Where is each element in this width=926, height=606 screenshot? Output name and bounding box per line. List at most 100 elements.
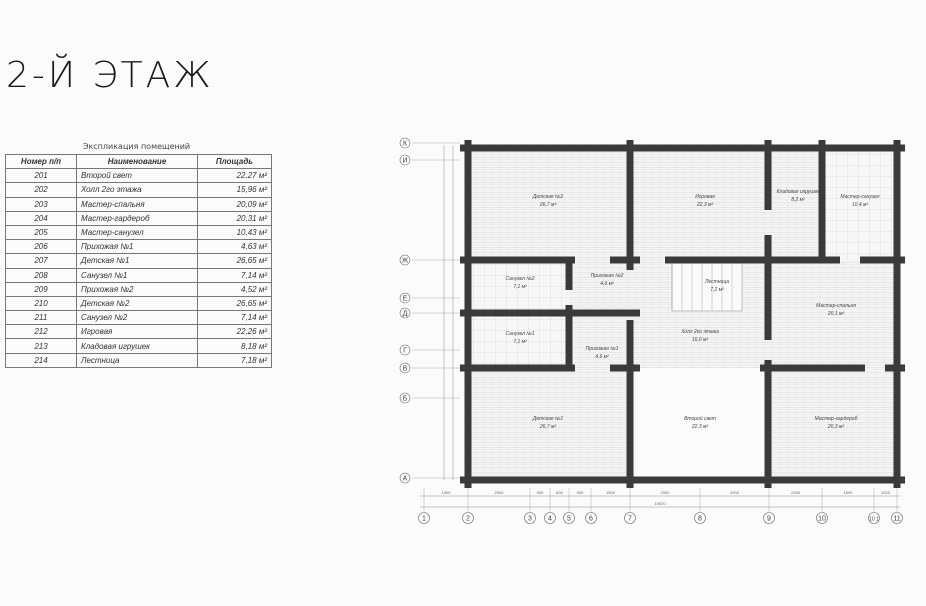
table-caption: Экспликация помещений: [82, 142, 191, 151]
axis-bubble: [544, 512, 556, 524]
column-dimension: 900: [577, 490, 584, 495]
room-name: Мастер-спальня: [816, 303, 856, 309]
column-axis-label: 10: [818, 516, 826, 523]
cell-name: Второй свет: [76, 168, 198, 184]
column-dimension: 2500: [495, 490, 505, 495]
room-name: Холл 2го этажа: [680, 329, 719, 335]
row-axis-label: И: [402, 158, 407, 165]
cell-name: Мастер-спальня: [76, 196, 198, 212]
axis-bubble: [399, 392, 411, 404]
column-axis-label: 8: [698, 516, 702, 523]
axis-bubble: [694, 512, 706, 524]
axis-bubble: [399, 362, 411, 374]
column-dimension: 1020: [881, 490, 891, 495]
room-name: Санузел №1: [506, 331, 535, 337]
cell-area: 20,31 м²: [197, 210, 272, 226]
header-name: Наименование: [76, 153, 198, 170]
axis-bubble: [418, 512, 430, 524]
cell-num: 202: [5, 182, 77, 198]
room-name: Второй свет: [684, 415, 716, 422]
room-area: 26,7 м²: [539, 202, 557, 208]
column-axis-label: 2: [466, 516, 470, 523]
cell-name: Мастер-гардероб: [76, 210, 198, 226]
room-area: 7,1 м²: [513, 339, 527, 345]
row-axis-label: В: [403, 366, 408, 373]
axis-bubble: [399, 307, 411, 319]
axis-bubble: [399, 154, 411, 166]
room-area: 10,4 м²: [852, 202, 869, 208]
column-dimension: 2900: [661, 490, 671, 495]
cell-area: 4,63 м²: [197, 239, 272, 255]
page-title: 2-Й ЭТАЖ: [6, 55, 214, 96]
axis-bubble: [399, 137, 411, 149]
axis-bubble: [399, 472, 411, 484]
room-name: Санузел №2: [506, 276, 535, 282]
column-dimension: 600: [556, 490, 563, 495]
column-axis-label: 9: [767, 516, 771, 523]
room-area: 7,1 м²: [513, 284, 527, 290]
cell-area: 10,43 м²: [197, 224, 272, 241]
row-axis-label: А: [403, 476, 408, 483]
room-name: Мастер-санузел: [840, 194, 879, 200]
axis-bubble: [763, 512, 775, 524]
column-axis-label: 3: [528, 516, 532, 523]
room-name: Детская №2: [532, 194, 563, 200]
row-axis-label: Ж: [402, 258, 409, 265]
cell-area: 15,96 м²: [197, 182, 272, 198]
room-area: 16,0 м²: [692, 337, 709, 343]
room-name: Игровая: [695, 194, 715, 200]
staircase: [671, 262, 743, 312]
room-area: 8,2 м²: [791, 197, 805, 203]
axis-bubble: [399, 254, 411, 266]
cell-num: 204: [5, 210, 77, 226]
row-axis-label: Г: [403, 348, 407, 355]
column-dimension: 1900: [442, 490, 452, 495]
axis-bubble: [399, 292, 411, 304]
second-light-void: [630, 368, 768, 480]
column-axis-label: 7: [628, 516, 632, 523]
column-axis-label: 1: [422, 516, 426, 523]
room-area: 22,3 м²: [696, 202, 714, 208]
cell-area: 7,18 м²: [197, 352, 272, 368]
room-area: 20,3 м²: [827, 424, 845, 430]
header-number: Номер п/п: [5, 153, 77, 170]
header-area: Площадь: [197, 153, 272, 170]
row-axis-label: Д: [403, 311, 408, 318]
column-dimension: 900: [537, 490, 544, 495]
room-area: 20,1 м²: [827, 311, 845, 317]
column-axis-label: 4: [548, 516, 552, 523]
room-area: 26,7 м²: [539, 424, 557, 430]
column-axis-label: 5: [567, 516, 571, 523]
axis-bubble: [868, 512, 880, 524]
room-area: 7,2 м²: [710, 287, 724, 293]
room-area: 22,3 м²: [691, 424, 709, 430]
column-axis-label: 11: [893, 516, 900, 523]
column-axis-label: 10.1: [869, 517, 879, 523]
axis-bubble: [462, 512, 474, 524]
room-name: Кладовая игрушек: [776, 189, 820, 195]
axis-bubble: [891, 512, 903, 524]
column-axis-label: 6: [589, 516, 593, 523]
table-header-row: Номер п/п Наименование Площадь: [5, 153, 272, 170]
room-name: Лестница: [704, 279, 729, 285]
room-area: 4,6 м²: [600, 281, 614, 287]
room-name: Детская №1: [532, 416, 563, 422]
axis-bubble: [524, 512, 536, 524]
cell-area: 20,09 м²: [197, 196, 272, 212]
axis-bubble: [585, 512, 597, 524]
axis-bubble: [816, 512, 828, 524]
row-axis-label: Е: [403, 296, 408, 303]
row-axis-label: Б: [403, 396, 408, 403]
